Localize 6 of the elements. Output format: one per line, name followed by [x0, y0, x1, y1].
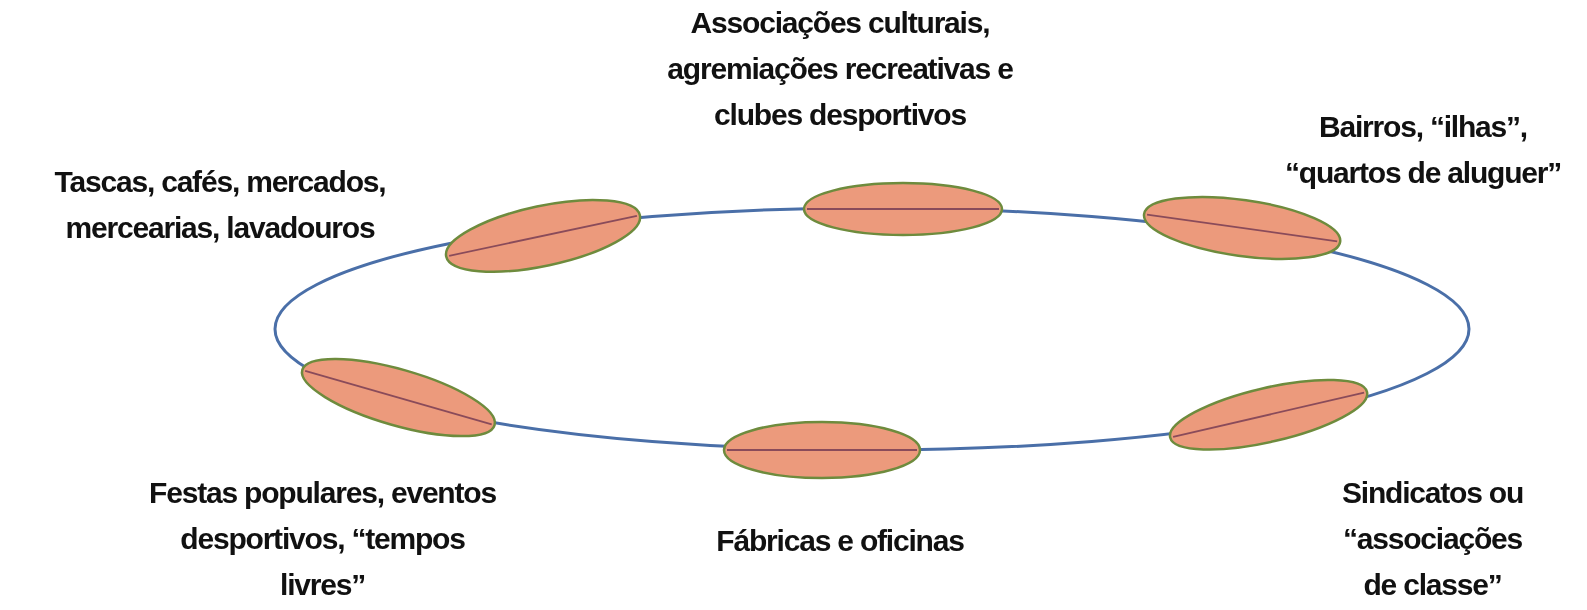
caption-text: Fábricas e oficinas — [715, 523, 965, 559]
caption-text: Festas populares, eventos desportivos, “tempos livres” — [148, 475, 497, 603]
caption-text: Tascas, cafés, mercados, mercearias, lavadouros — [53, 164, 387, 246]
caption-text: Bairros, “ilhas”, “quartos de aluguer” — [1283, 109, 1562, 191]
caption-text: Sindicatos ou “associações de classe” — [1340, 475, 1525, 603]
caption-text: Associações culturais, agremiações recreativas e clubes desportivos — [666, 5, 1014, 133]
